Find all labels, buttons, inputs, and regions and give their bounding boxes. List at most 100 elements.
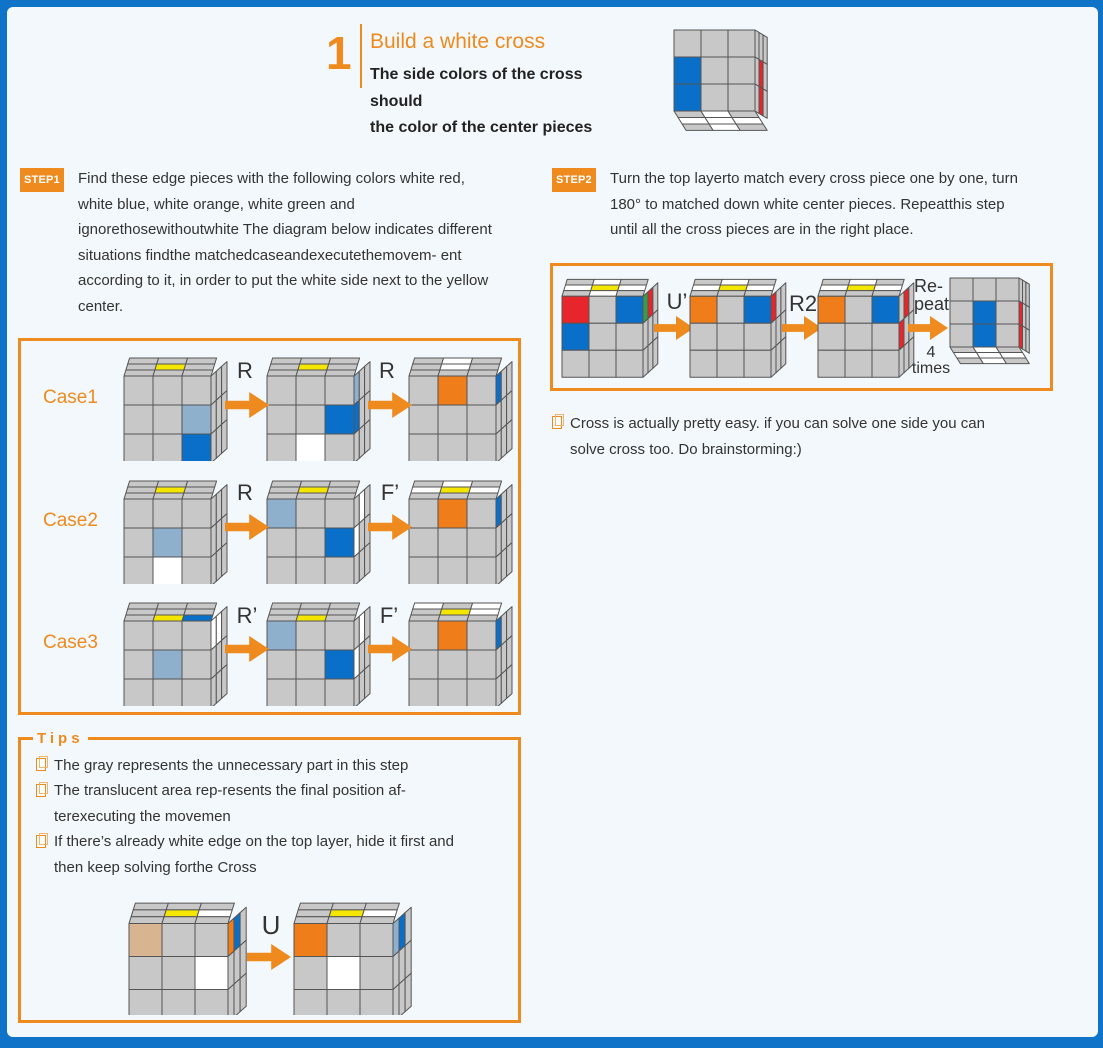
cube-front-sticker <box>727 83 756 112</box>
cube-side-sticker <box>353 399 360 435</box>
cube-side-sticker <box>358 423 366 459</box>
cube-side-sticker <box>227 917 235 957</box>
title-divider <box>360 24 362 88</box>
cube-top-sticker <box>720 278 750 286</box>
step1-line: white blue, white orange, white green an… <box>78 195 355 213</box>
cube-top-sticker <box>615 290 646 297</box>
cube-side-sticker <box>500 610 508 646</box>
cube-front-sticker <box>161 989 196 1015</box>
cube-top-sticker <box>470 357 503 365</box>
cube-top-sticker <box>127 480 160 488</box>
cube-bottom-sticker <box>677 117 710 125</box>
cube-bottom-sticker <box>731 117 764 125</box>
cube-front-sticker <box>359 989 394 1015</box>
cube-side-sticker <box>215 517 223 553</box>
step1-badge: STEP1 <box>20 168 64 192</box>
cube-front-sticker <box>972 300 997 325</box>
cube-top-sticker <box>875 278 905 286</box>
cube-front-sticker <box>324 620 355 651</box>
cube-front-sticker <box>295 433 326 461</box>
arrow-icon <box>908 316 948 340</box>
cube-side-sticker <box>770 318 777 351</box>
cube-side-sticker <box>506 542 513 577</box>
cube-front-sticker <box>266 556 297 584</box>
cube-side-sticker <box>215 639 223 675</box>
cube-front-sticker <box>408 404 439 435</box>
cube-front-sticker <box>181 556 212 584</box>
cube-top-sticker <box>437 614 470 622</box>
arrow-shape <box>225 636 269 662</box>
cube-front-sticker <box>844 322 873 351</box>
cube-top-sticker <box>747 278 777 286</box>
arrow-shape <box>908 316 948 340</box>
cube-side-sticker <box>215 394 223 430</box>
subtitle-line: should <box>370 92 423 110</box>
cube-front-sticker <box>359 923 394 957</box>
cube-front-sticker <box>326 923 361 957</box>
cube-front-sticker <box>689 295 718 324</box>
cube-side-sticker <box>210 615 217 651</box>
cube-front-sticker <box>194 923 229 957</box>
cube-front-sticker <box>871 349 900 378</box>
cube-top-sticker <box>270 602 303 610</box>
cube-front-sticker <box>615 349 644 378</box>
cube-front-sticker <box>181 620 212 651</box>
cube-front-sticker <box>295 498 326 529</box>
arrow-shape <box>368 636 412 662</box>
cube-top-sticker <box>154 608 187 616</box>
cube-side-sticker <box>500 517 508 553</box>
cube-side-sticker <box>210 551 217 584</box>
cube-top-sticker <box>165 902 202 911</box>
cube-top-sticker <box>439 486 472 494</box>
cube-side-sticker <box>500 423 508 459</box>
cube-front-sticker <box>194 956 229 990</box>
cube-bottom-sticker <box>735 123 768 131</box>
cube-front-sticker <box>266 678 297 706</box>
cube-side-sticker <box>1025 281 1030 308</box>
cube-side-sticker <box>495 522 502 558</box>
cube-top-sticker <box>563 284 593 292</box>
step1-text: Find these edge pieces with the followin… <box>78 166 528 319</box>
cube-top-sticker <box>588 290 619 297</box>
cube-front-sticker <box>743 322 772 351</box>
cube-top-sticker <box>846 284 876 292</box>
cube-top-sticker <box>270 480 303 488</box>
cube-side-sticker <box>1022 302 1027 329</box>
cube-side-sticker <box>358 546 366 582</box>
cube-side-sticker <box>353 615 360 651</box>
cube-front-sticker <box>266 498 297 529</box>
case1-label: Case1 <box>43 387 98 408</box>
cube-front-sticker <box>152 620 183 651</box>
cube-front-sticker <box>588 295 617 324</box>
case2-move-1: R <box>237 480 253 505</box>
cube-bottom-sticker <box>700 110 733 118</box>
cube-top-sticker <box>328 602 361 610</box>
cube-side-sticker <box>780 336 787 369</box>
step2-line: until all the cross pieces are in the ri… <box>610 221 914 238</box>
cube-top-sticker <box>152 369 185 377</box>
cube-side-sticker <box>221 664 228 699</box>
cube-side-sticker <box>210 428 217 461</box>
cube-top-sticker <box>185 602 218 610</box>
cube-side-sticker <box>210 644 217 680</box>
cube-top-sticker <box>689 290 720 297</box>
cube-top-sticker <box>470 480 503 488</box>
cube-side-sticker <box>358 639 366 675</box>
cube-front-sticker <box>466 678 497 706</box>
cube-front-sticker <box>689 322 718 351</box>
cube-top-sticker <box>441 602 474 610</box>
cube-bottom-sticker <box>952 352 981 359</box>
cube-side-sticker <box>762 88 768 119</box>
cube-side-sticker <box>210 493 217 529</box>
page-title: Build a white cross <box>370 30 546 53</box>
cube-front-sticker <box>194 989 229 1015</box>
cube-front-sticker <box>408 375 439 406</box>
cube-top-sticker <box>619 278 649 286</box>
cube-side-sticker <box>392 917 400 957</box>
cube-side-sticker <box>233 912 241 952</box>
cube-front-sticker <box>437 404 468 435</box>
arrow-shape <box>247 944 291 970</box>
cube-side-sticker <box>647 340 654 374</box>
cube-side-sticker <box>353 493 360 529</box>
cube-top-sticker <box>132 902 169 911</box>
